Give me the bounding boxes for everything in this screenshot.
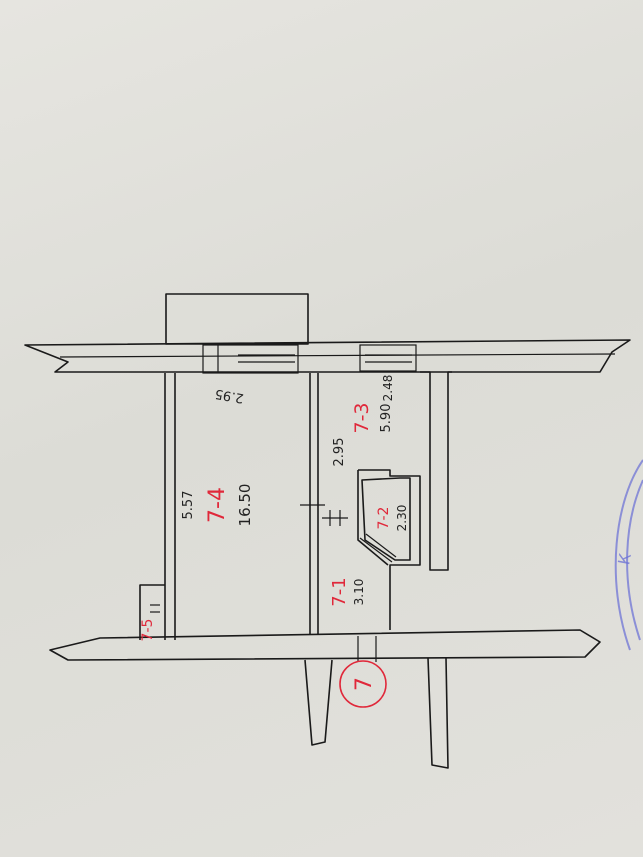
room-7-4-area: 16.50: [236, 484, 254, 527]
outer-wall-top: [24, 339, 631, 373]
label-7-3: 7-3 5.90 2.48: [351, 375, 395, 434]
room-7-2-id: 7-2: [376, 507, 392, 530]
room-7-4-width: 2.95: [214, 386, 245, 406]
label-7-3-length: 2.95: [332, 438, 347, 467]
window-room-3: [359, 344, 417, 372]
window-room-4: [202, 344, 299, 374]
room-7-3-id: 7-3: [351, 402, 373, 433]
room-7-3-length: 2.95: [332, 438, 347, 467]
room-7-4-walls: [164, 373, 325, 640]
apartment-number: 7: [352, 677, 377, 691]
stamp-fragment: К: [614, 459, 643, 651]
label-7-4-width: 2.95: [214, 386, 245, 406]
label-7-1: 7-1 3.10: [329, 577, 366, 606]
room-7-4-id: 7-4: [205, 487, 230, 523]
room-7-2-area: 2.30: [395, 505, 409, 532]
room-7-4-length: 5.57: [181, 491, 196, 520]
label-7-4: 7-4 16.50 5.57: [181, 484, 254, 527]
room-7-1-area: 3.10: [352, 579, 366, 606]
room-7-3-width: 2.48: [381, 375, 395, 402]
label-7-2: 7-2 2.30: [376, 505, 409, 532]
label-7-5: 7-5: [140, 619, 156, 642]
room-7-3-walls: [322, 371, 452, 630]
room-7-2-walls: [359, 477, 411, 563]
apartment-number-marker: 7: [339, 660, 387, 708]
room-7-1-id: 7-1: [329, 577, 350, 606]
room-7-5-walls: [139, 584, 165, 640]
balcony: [165, 293, 309, 345]
stamp-text: К: [614, 551, 635, 566]
entry-corridor-walls: [304, 636, 449, 769]
room-7-3-area: 5.90: [379, 404, 394, 433]
room-7-5-id: 7-5: [140, 619, 156, 642]
outer-wall-bottom: [49, 629, 601, 661]
